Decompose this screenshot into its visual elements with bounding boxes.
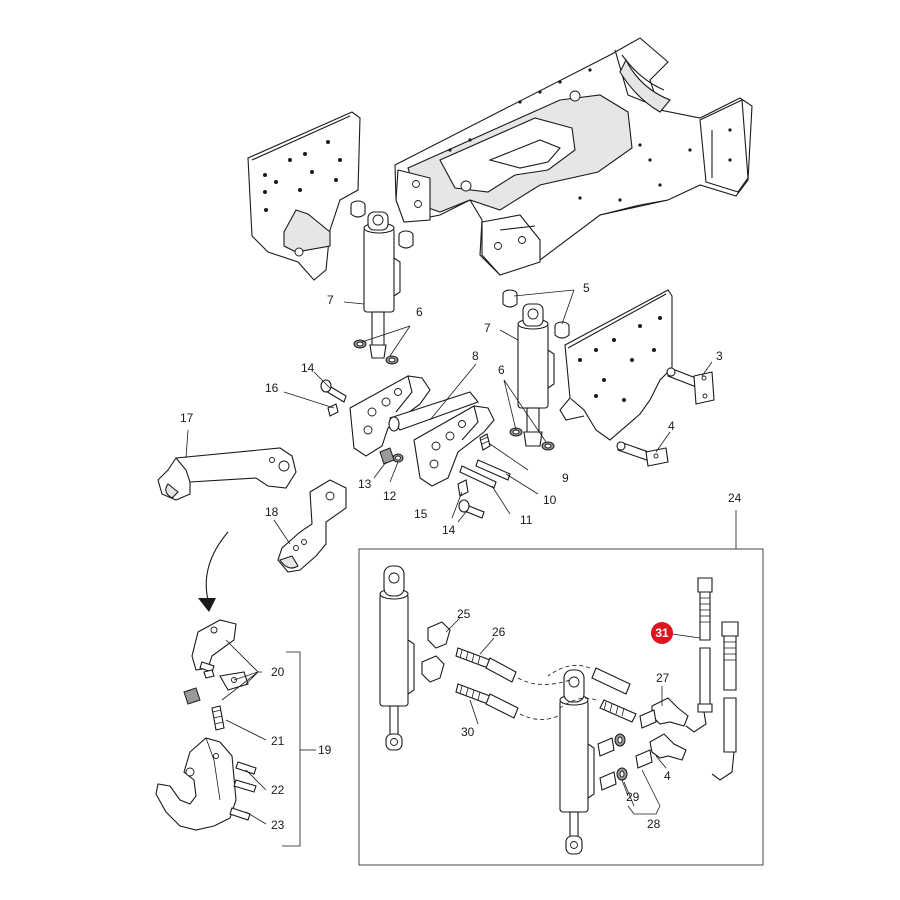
pin-10: [475, 459, 511, 481]
elbow-fitting-4: [635, 733, 687, 769]
callout-31-label: 31: [655, 626, 669, 640]
label-15: 15: [414, 507, 428, 521]
mounting-bracket-18: [277, 479, 347, 573]
label-24: 24: [728, 491, 742, 505]
label-18: 18: [265, 505, 279, 519]
lift-cylinder-right: [517, 303, 555, 447]
label-30: 30: [461, 725, 475, 739]
bushing-pair-upper-left: [350, 200, 414, 249]
label-14-upper: 14: [301, 361, 315, 375]
pin-with-retainer-4: [616, 441, 669, 467]
spring-pin-9: [479, 433, 491, 451]
spring-pin-15: [457, 479, 469, 497]
left-mounting-plate: [247, 111, 361, 281]
lift-cylinder-left: [363, 211, 401, 359]
label-16: 16: [265, 381, 279, 395]
part-labels: 3 4 5 6 6 7 7 8 9 10 11 12 13 14 14 15 1…: [180, 281, 742, 832]
label-23: 23: [271, 818, 285, 832]
label-20: 20: [271, 665, 285, 679]
label-12: 12: [383, 489, 397, 503]
hydraulic-hose-30: [455, 683, 559, 720]
label-13: 13: [358, 477, 372, 491]
tee-fitting-27: [639, 697, 689, 729]
hook-assembly-19: [155, 619, 257, 831]
pin-11: [459, 465, 497, 489]
label-26: 26: [492, 625, 506, 639]
label-4-upper: 4: [668, 419, 675, 433]
label-4-lower: 4: [664, 769, 671, 783]
label-25: 25: [457, 607, 471, 621]
label-3: 3: [716, 349, 723, 363]
spring-pin-16: [327, 403, 339, 417]
nut-13: [379, 447, 395, 465]
front-support-frame: [394, 37, 753, 276]
bushing-pair-upper-right: [502, 289, 570, 339]
hydraulic-hose-right: [547, 664, 637, 723]
hydraulic-hose-26: [455, 647, 571, 685]
label-8: 8: [472, 349, 479, 363]
pin-with-retainer-3: [666, 367, 715, 405]
washer-pair-right: [509, 427, 555, 451]
assembly-direction-arrow: [198, 531, 229, 612]
label-9: 9: [562, 471, 569, 485]
hydraulic-hose-31-pair: [685, 577, 739, 781]
kit-cylinder-right: [559, 669, 595, 855]
seal-washers-29: [597, 733, 628, 791]
label-29: 29: [626, 790, 640, 804]
elbow-fitting-25: [421, 621, 451, 683]
label-6-right: 6: [498, 363, 505, 377]
label-10: 10: [543, 493, 557, 507]
group-bracket-28: [623, 769, 661, 815]
right-mounting-plate: [559, 289, 673, 441]
label-7-right: 7: [484, 321, 491, 335]
leader-lines: [185, 289, 713, 797]
pivot-bracket-assembly: [349, 375, 495, 487]
hydraulic-kit-box-24: [358, 510, 764, 866]
label-21: 21: [271, 734, 285, 748]
label-7-left: 7: [327, 293, 334, 307]
group-bracket-19: [221, 639, 316, 847]
label-28: 28: [647, 817, 661, 831]
label-17: 17: [180, 411, 194, 425]
callout-marker[interactable]: [651, 622, 673, 644]
highlighted-callout-31[interactable]: 31: [651, 622, 673, 644]
label-27: 27: [656, 671, 670, 685]
lower-arm-17: [157, 447, 297, 501]
label-5: 5: [583, 281, 590, 295]
small-hardware-group: [320, 379, 511, 519]
label-14-lower: 14: [442, 523, 456, 537]
label-19: 19: [318, 743, 332, 757]
label-11: 11: [520, 513, 533, 527]
label-6-left: 6: [416, 305, 423, 319]
kit-cylinder-left: [379, 565, 415, 751]
label-22: 22: [271, 783, 285, 797]
